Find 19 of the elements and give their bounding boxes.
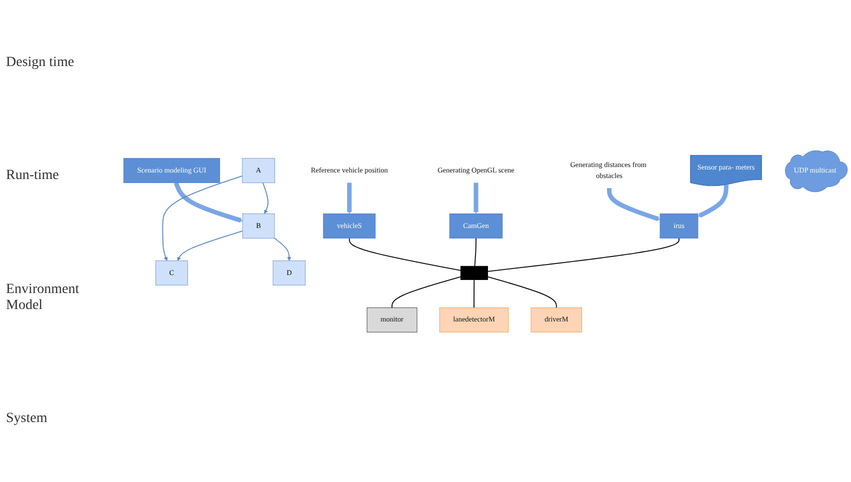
section-label: Run-time (6, 168, 60, 184)
connector (392, 276, 462, 308)
arrow (698, 184, 728, 218)
arrow (162, 175, 243, 261)
connector (474, 278, 475, 308)
connector (487, 237, 680, 272)
connector (474, 237, 476, 266)
arrow (262, 182, 268, 214)
arrow (174, 182, 243, 222)
section-label: Design time (6, 54, 76, 71)
node-bar (460, 266, 488, 280)
connector (348, 237, 462, 270)
section-label: System (6, 411, 48, 428)
section-label: Environment Model (6, 282, 80, 314)
arrow (347, 182, 352, 214)
arrow (274, 237, 292, 261)
arrow (474, 182, 478, 214)
connector (487, 276, 557, 308)
arrow (177, 230, 244, 261)
